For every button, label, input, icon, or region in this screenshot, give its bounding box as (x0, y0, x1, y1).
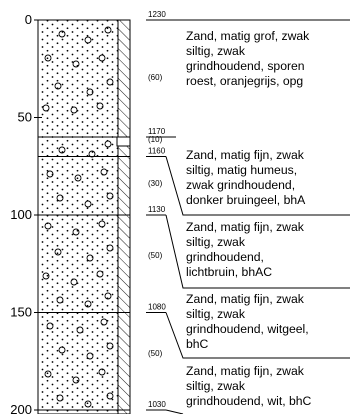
depth-label: 150 (10, 305, 32, 320)
casing-column (117, 19, 131, 414)
layer-top-elevation: 1130 (148, 205, 166, 214)
layer-top-elevation: 1170 (148, 127, 166, 136)
layer-thickness: (30) (148, 179, 163, 188)
svg-text:siltig, zwak: siltig, zwak (186, 379, 246, 393)
depth-label: 200 (10, 402, 32, 414)
svg-text:grindhoudend, sporen: grindhoudend, sporen (186, 59, 305, 73)
layer-thickness: (50) (148, 251, 163, 260)
svg-text:bhC: bhC (186, 337, 209, 351)
layer-description: Zand, matig fijn, zwak siltig, zwak grin… (186, 220, 305, 279)
layer-description: Zand, matig fijn, zwak siltig, zwak grin… (186, 292, 309, 351)
svg-text:siltig, zwak: siltig, zwak (186, 235, 246, 249)
layer-thickness: (10) (148, 135, 163, 144)
layer-top-elevation: 1230 (148, 10, 166, 19)
svg-text:siltig, zwak: siltig, zwak (186, 44, 246, 58)
svg-text:siltig, zwak: siltig, zwak (186, 307, 246, 321)
layer-top-elevation: 1160 (148, 147, 166, 156)
layer-description: Zand, matig fijn, zwak siltig, zwak grin… (186, 364, 312, 408)
svg-text:Zand, matig fijn, zwak: Zand, matig fijn, zwak (186, 148, 305, 162)
depth-label: 100 (10, 207, 32, 222)
layer-top-elevation: 1030 (148, 400, 166, 409)
svg-text:Zand, matig fijn, zwak: Zand, matig fijn, zwak (186, 364, 305, 378)
layer-marker (116, 136, 131, 147)
layer-top-elevation: 1080 (148, 303, 166, 312)
layer-description: Zand, matig grof, zwak siltig, zwak grin… (186, 29, 310, 88)
svg-text:Zand, matig fijn, zwak: Zand, matig fijn, zwak (186, 220, 305, 234)
svg-text:lichtbruin, bhAC: lichtbruin, bhAC (186, 265, 272, 279)
svg-text:siltig, matig humeus,: siltig, matig humeus, (186, 163, 297, 177)
layer-thickness: (50) (148, 349, 163, 358)
svg-text:grindhoudend, witgeel,: grindhoudend, witgeel, (186, 322, 309, 336)
svg-text:grindhoudend, wit, bhC: grindhoudend, wit, bhC (186, 394, 312, 408)
svg-text:grindhoudend,: grindhoudend, (186, 250, 264, 264)
description-leaders (146, 19, 350, 414)
depth-label: 0 (25, 12, 32, 27)
layer-thickness: (60) (148, 73, 163, 82)
svg-text:Zand, matig fijn, zwak: Zand, matig fijn, zwak (186, 292, 305, 306)
svg-text:zwak grindhoudend,: zwak grindhoudend, (186, 178, 295, 192)
depth-label: 50 (18, 110, 32, 125)
svg-text:roest, oranjegrijs, opg: roest, oranjegrijs, opg (186, 74, 303, 88)
soil-column-sand (38, 20, 118, 414)
svg-text:Zand, matig grof, zwak: Zand, matig grof, zwak (186, 29, 310, 43)
layer-boundaries (38, 136, 130, 411)
svg-text:donker bruingeel, bhA: donker bruingeel, bhA (186, 193, 306, 207)
layer-description: Zand, matig fijn, zwak siltig, matig hum… (186, 148, 306, 207)
